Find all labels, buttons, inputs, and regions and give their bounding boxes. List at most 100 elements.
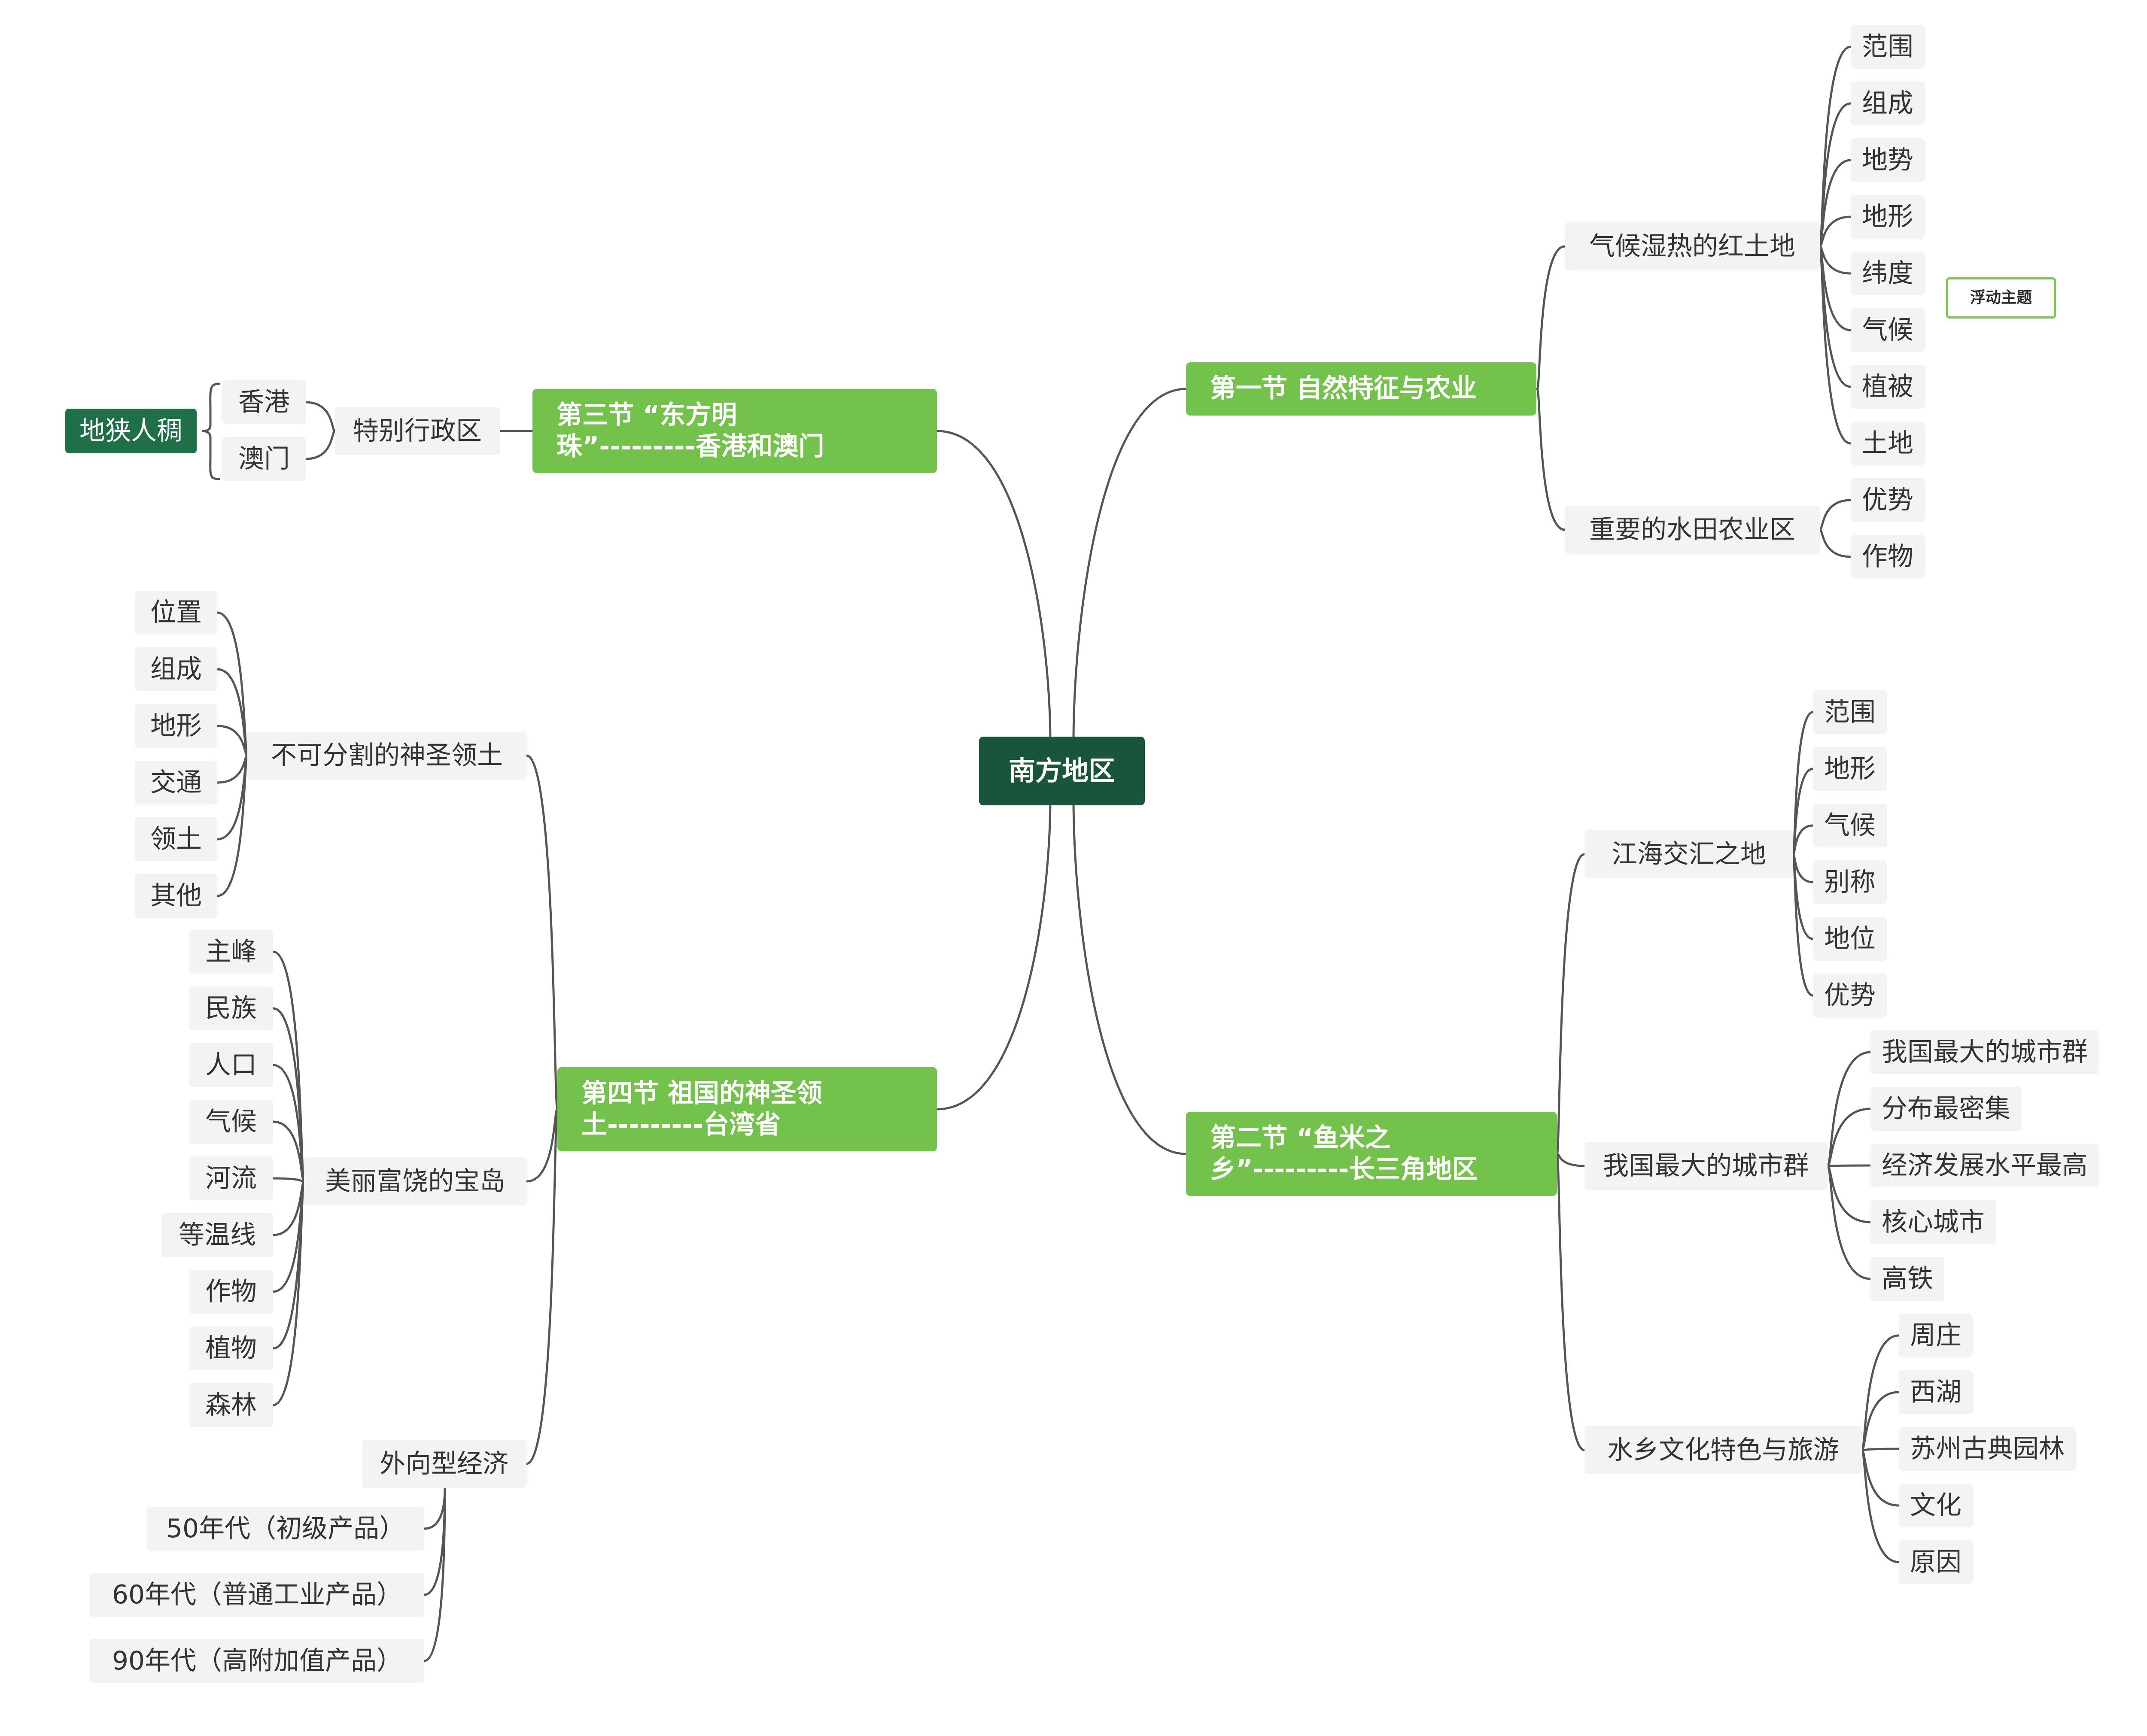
connector-line — [1819, 528, 1852, 558]
s4-territory-item[interactable]: 位置 — [135, 591, 217, 634]
s4-island-item[interactable]: 气候 — [189, 1100, 273, 1144]
connector-line — [1792, 853, 1814, 997]
connector-line — [525, 754, 559, 1111]
connector-line — [304, 430, 336, 460]
connector-line — [1826, 1164, 1872, 1167]
s2-estuary-branch[interactable]: 江海交汇之地 — [1584, 830, 1793, 878]
s4-territory-item[interactable]: 领土 — [135, 817, 217, 861]
s2-estuary-item[interactable]: 别称 — [1813, 860, 1887, 904]
s4-economy-item[interactable]: 90年代（高附加值产品） — [90, 1639, 424, 1683]
s1-climate-item[interactable]: 地势 — [1851, 138, 1925, 182]
s4-territory-item[interactable]: 交通 — [135, 761, 217, 804]
s4-island-item[interactable]: 等温线 — [161, 1213, 273, 1257]
connector-line — [1536, 245, 1566, 390]
connector-line — [1819, 245, 1852, 445]
connector-line — [1556, 1153, 1586, 1167]
s2-estuary-item[interactable]: 气候 — [1813, 804, 1887, 847]
s2-city-item[interactable]: 分布最密集 — [1870, 1087, 2022, 1131]
s1-paddy-item[interactable]: 作物 — [1851, 535, 1925, 579]
s4-island-branch[interactable]: 美丽富饶的宝岛 — [304, 1157, 526, 1205]
connector-line — [1826, 1165, 1872, 1280]
connector-line — [525, 1108, 559, 1465]
section-3-node[interactable]: 第三节 “东方明 珠”---------香港和澳门 — [532, 389, 937, 473]
connector-line — [936, 797, 1052, 1111]
s3-sar-item[interactable]: 香港 — [222, 380, 306, 424]
s1-climate-item[interactable]: 土地 — [1851, 422, 1925, 465]
s2-estuary-item[interactable]: 地形 — [1813, 747, 1887, 791]
connector-line — [423, 1487, 446, 1662]
s1-climate-item[interactable]: 植被 — [1851, 365, 1925, 409]
connector-line — [272, 1120, 305, 1183]
connector-line — [304, 401, 336, 432]
s2-city-item[interactable]: 我国最大的城市群 — [1870, 1030, 2099, 1074]
s2-city-item[interactable]: 核心城市 — [1870, 1200, 1996, 1244]
section-2-node[interactable]: 第二节 “鱼米之 乡”---------长三角地区 — [1186, 1112, 1557, 1196]
connector-line — [216, 725, 249, 757]
s3-sar-item[interactable]: 澳门 — [222, 437, 306, 481]
s2-culture-item[interactable]: 原因 — [1899, 1540, 1973, 1584]
connector-line — [1861, 1391, 1900, 1451]
connector-line — [272, 1180, 305, 1406]
s2-estuary-item[interactable]: 地位 — [1813, 917, 1887, 961]
connector-line — [1556, 1153, 1586, 1451]
s2-city-branch[interactable]: 我国最大的城市群 — [1584, 1142, 1828, 1190]
root-node[interactable]: 南方地区 — [979, 737, 1145, 805]
s1-climate-item[interactable]: 地形 — [1851, 195, 1925, 239]
s4-island-item[interactable]: 主峰 — [189, 930, 273, 974]
s1-climate-item[interactable]: 纬度 — [1851, 252, 1925, 295]
s3-sar-branch[interactable]: 特别行政区 — [335, 407, 500, 455]
s4-island-item[interactable]: 民族 — [189, 986, 273, 1030]
connector-line — [272, 1177, 305, 1183]
s1-paddy-item[interactable]: 优势 — [1851, 478, 1925, 522]
connector-line — [1792, 824, 1814, 856]
connector-line — [525, 1108, 559, 1183]
s4-economy-item[interactable]: 50年代（初级产品） — [147, 1507, 424, 1551]
s4-island-item[interactable]: 河流 — [189, 1156, 273, 1200]
s4-economy-branch[interactable]: 外向型经济 — [362, 1440, 526, 1488]
connector-line — [1819, 245, 1852, 275]
connector-line — [216, 611, 249, 757]
connector-line — [1861, 1449, 1900, 1563]
s4-island-item[interactable]: 作物 — [189, 1270, 273, 1314]
connector-line — [1819, 499, 1852, 531]
s4-island-item[interactable]: 森林 — [189, 1383, 273, 1427]
connector-line — [1536, 388, 1566, 531]
s1-paddy-branch[interactable]: 重要的水田农业区 — [1565, 506, 1820, 554]
s2-city-item[interactable]: 经济发展水平最高 — [1870, 1144, 2099, 1187]
connector-line — [201, 382, 220, 480]
s4-territory-item[interactable]: 组成 — [135, 647, 217, 691]
s4-territory-item[interactable]: 其他 — [135, 874, 217, 918]
s2-culture-item[interactable]: 文化 — [1899, 1484, 1973, 1527]
connector-line — [1072, 797, 1187, 1155]
s2-culture-item[interactable]: 西湖 — [1899, 1370, 1973, 1414]
s2-city-item[interactable]: 高铁 — [1870, 1257, 1944, 1301]
s2-culture-item[interactable]: 苏州古典园林 — [1899, 1427, 2076, 1471]
s2-estuary-item[interactable]: 优势 — [1813, 974, 1887, 1017]
s4-economy-item[interactable]: 60年代（普通工业产品） — [90, 1573, 424, 1617]
connector-line — [1556, 853, 1586, 1155]
connector-line — [1861, 1448, 1900, 1451]
s4-island-item[interactable]: 人口 — [189, 1043, 273, 1087]
s1-climate-item[interactable]: 气候 — [1851, 308, 1925, 352]
s1-climate-item[interactable]: 组成 — [1851, 82, 1925, 125]
s2-culture-branch[interactable]: 水乡文化特色与旅游 — [1584, 1426, 1862, 1474]
s4-island-item[interactable]: 植物 — [189, 1326, 273, 1370]
connector-line — [423, 1487, 446, 1530]
s4-territory-branch[interactable]: 不可分割的神圣领土 — [247, 731, 526, 780]
connector-line — [1819, 215, 1852, 248]
connector-line — [1072, 388, 1187, 744]
s1-climate-item[interactable]: 范围 — [1851, 25, 1925, 69]
connector-line — [936, 430, 1052, 744]
s1-climate-branch[interactable]: 气候湿热的红土地 — [1565, 222, 1820, 270]
connector-line — [1826, 1108, 1872, 1167]
floating-topic[interactable]: 浮动主题 — [1946, 277, 2056, 319]
s2-estuary-item[interactable]: 范围 — [1813, 690, 1887, 734]
section-4-node[interactable]: 第四节 祖国的神圣领 土---------台湾省 — [557, 1067, 937, 1151]
section-1-node[interactable]: 第一节 自然特征与农业 — [1186, 362, 1536, 416]
s4-territory-item[interactable]: 地形 — [135, 704, 217, 748]
connector-line — [216, 754, 249, 897]
s3-summary-label[interactable]: 地狭人稠 — [65, 409, 197, 453]
connector-line — [216, 754, 249, 784]
s2-culture-item[interactable]: 周庄 — [1899, 1314, 1973, 1357]
